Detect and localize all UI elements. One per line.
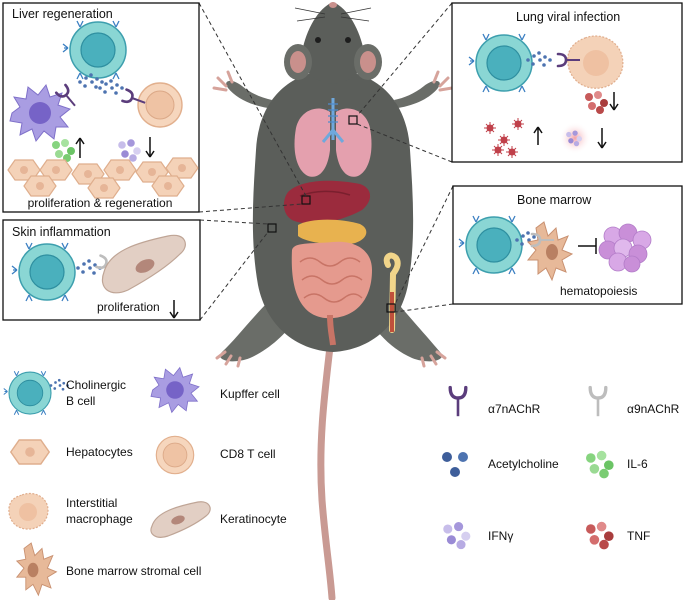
legend-acetylcholine-icon [442,452,468,477]
panel-lung-title: Lung viral infection [516,10,620,24]
legend-stromal-label: Bone marrow stromal cell [66,564,201,578]
legend-stromal-icon [15,542,58,597]
legend-il6-label: IL-6 [627,457,648,471]
legend-acetylcholine-label: Acetylcholine [488,457,559,471]
legend-macrophage-label-2: macrophage [66,512,133,526]
panel-skin-inflammation: Skin inflammation proliferation [2,219,201,321]
legend-il6-icon [586,450,614,479]
legend-a9-icon [588,385,608,418]
panel-liver-title: Liver regeneration [12,7,113,21]
zoom-connectors [198,2,454,321]
legend-a7-icon [448,385,468,418]
legend-b-cell-label-1: Cholinergic [66,378,126,392]
panel-liver-caption: proliferation & regeneration [28,196,173,210]
legend-tnf-label: TNF [627,529,650,543]
panel-bone-marrow: Bone marrow hematopoiesis [452,185,683,305]
legend-tcell-label: CD8 T cell [220,447,276,461]
panel-bone-title: Bone marrow [517,193,592,207]
legend-keratinocyte-icon [150,501,211,538]
legend-kupffer-label: Kupffer cell [220,387,280,401]
liver-cd8-t-cell [137,82,183,128]
panel-liver-regeneration: Liver regeneration proliferation & regen… [2,2,200,213]
legend-a7-label: α7nAChR [488,402,541,416]
hematopoietic-cluster [598,223,652,273]
legend-ifng-icon [443,522,471,550]
legend-macrophage-icon [8,492,49,530]
legend-ifng-label: IFNγ [488,529,513,543]
legend-tnf-icon [586,521,614,550]
legend-b-cell-label-2: B cell [66,394,95,408]
legend-tcell-icon [155,435,195,475]
inflammation-glow [559,122,591,154]
legend-hepatocyte-label: Hepatocytes [66,445,133,459]
legend-hepatocyte-icon [10,439,50,465]
legend-a9-label: α9nAChR [627,402,680,416]
mouse-illustration [212,2,454,600]
panel-skin-title: Skin inflammation [12,225,111,239]
legend-b-cell-icon [3,370,69,416]
interstitial-macrophage-cell [567,35,624,89]
legend-macrophage-label-1: Interstitial [66,496,117,510]
panel-skin-caption: proliferation [97,300,160,314]
legend-kupffer-icon [150,366,200,414]
legend-keratinocyte-label: Keratinocyte [220,512,287,526]
legend-molecules: α7nAChR α9nAChR Acetylcholine IL-6 IFNγ … [442,385,680,550]
panel-lung-viral-infection: Lung viral infection [451,2,683,163]
legend-cells: Cholinergic B cell Kupffer cell Hepatocy… [3,366,287,597]
kupffer-cell [9,83,72,143]
panel-bone-caption: hematopoiesis [560,284,637,298]
